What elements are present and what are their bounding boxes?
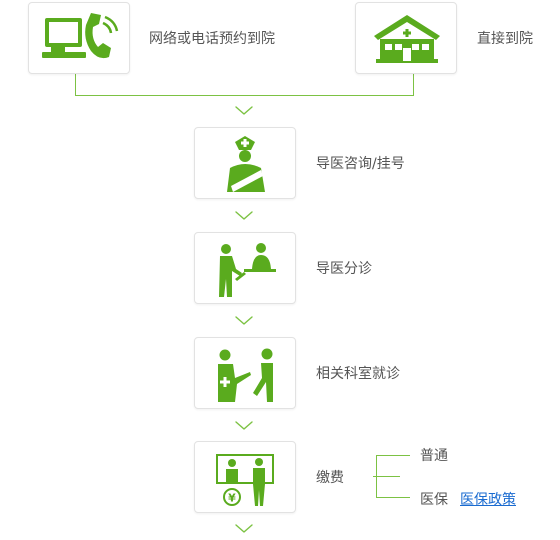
chevron-down-icon	[235, 316, 253, 325]
step-payment-box: ¥	[194, 441, 296, 513]
doctor-patient-icon	[218, 348, 273, 402]
step-appointment-box	[28, 2, 130, 74]
insurance-policy-link[interactable]: 医保政策	[460, 492, 516, 508]
svg-text:¥: ¥	[228, 492, 236, 505]
step-triage-box	[194, 232, 296, 304]
chevron-down-icon	[235, 524, 253, 533]
step-department-box	[194, 337, 296, 409]
payment-option-regular: 普通	[420, 448, 448, 464]
step-appointment-label: 网络或电话预约到院	[149, 31, 275, 47]
triage-icon	[219, 243, 276, 297]
chevron-down-icon	[235, 421, 253, 430]
step-triage-label: 导医分诊	[316, 261, 372, 277]
chevron-down-icon	[235, 211, 253, 220]
step-department-label: 相关科室就诊	[316, 366, 400, 382]
step-consult-label: 导医咨询/挂号	[316, 156, 405, 172]
payment-option-insurance: 医保	[420, 492, 448, 508]
merge-line	[75, 74, 414, 96]
step-direct-box	[355, 2, 457, 74]
step-consult-box	[194, 127, 296, 199]
chevron-down-icon	[235, 106, 253, 115]
computer-phone-icon	[42, 13, 119, 59]
step-direct-label: 直接到院	[477, 31, 533, 47]
cashier-icon: ¥	[216, 454, 274, 506]
nurse-icon	[227, 136, 265, 192]
step-payment-label: 缴费	[316, 470, 344, 486]
hospital-icon	[374, 15, 440, 63]
